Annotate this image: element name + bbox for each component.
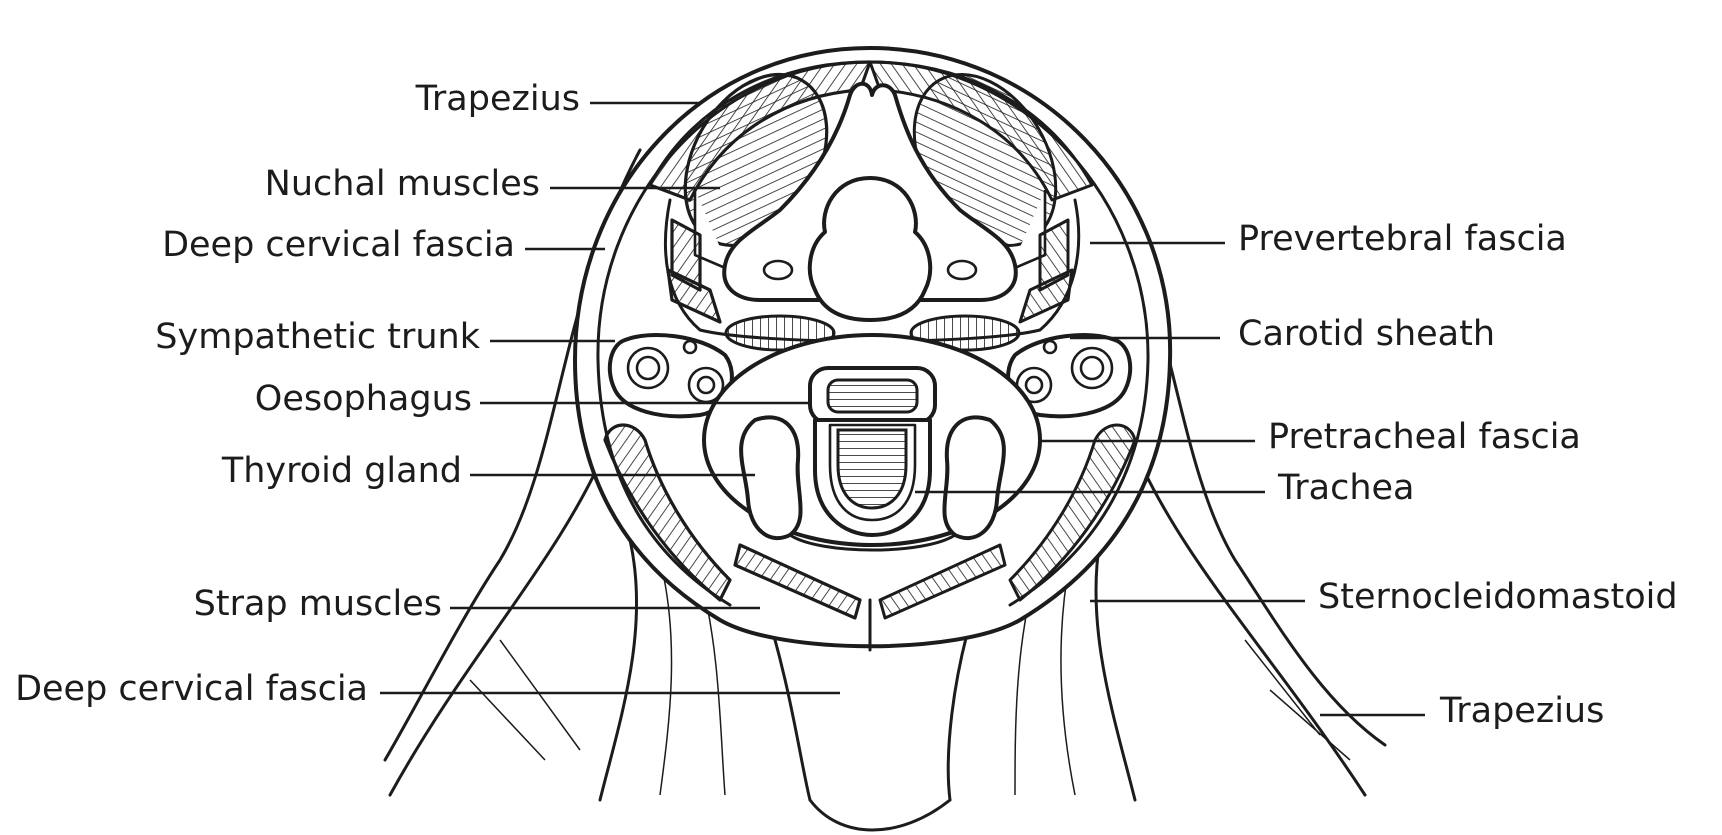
label-oesophagus: Oesophagus bbox=[255, 379, 472, 419]
label-trapezius-bottom: Trapezius bbox=[1439, 691, 1604, 731]
oesophagus-shape bbox=[808, 366, 937, 425]
label-prevertebral-fascia: Prevertebral fascia bbox=[1238, 219, 1567, 259]
trachea-shape bbox=[813, 418, 932, 537]
vertebra bbox=[722, 81, 1018, 322]
label-pretracheal-fascia: Pretracheal fascia bbox=[1268, 417, 1581, 457]
label-deep-cervical-fascia-top: Deep cervical fascia bbox=[162, 225, 515, 265]
leader-lines bbox=[380, 101, 1425, 717]
label-strap-muscles: Strap muscles bbox=[194, 584, 442, 624]
label-thyroid-gland: Thyroid gland bbox=[221, 451, 462, 491]
label-trapezius-top: Trapezius bbox=[415, 79, 580, 119]
sternocleidomastoid-right bbox=[1008, 423, 1137, 602]
label-deep-cervical-fascia-bottom: Deep cervical fascia bbox=[15, 669, 368, 709]
label-sternocleidomastoid: Sternocleidomastoid bbox=[1318, 577, 1678, 617]
scalene-left-2 bbox=[666, 268, 722, 324]
sternocleidomastoid-left bbox=[603, 423, 732, 602]
label-sympathetic-trunk: Sympathetic trunk bbox=[155, 317, 480, 357]
carotid-sheath-left bbox=[607, 333, 734, 419]
label-carotid-sheath: Carotid sheath bbox=[1238, 314, 1495, 354]
label-nuchal-muscles: Nuchal muscles bbox=[265, 164, 540, 204]
label-trachea: Trachea bbox=[1277, 468, 1414, 508]
strap-muscle-left bbox=[733, 543, 862, 620]
strap-muscle-right bbox=[878, 543, 1007, 620]
scalene-right-2 bbox=[1018, 268, 1074, 324]
